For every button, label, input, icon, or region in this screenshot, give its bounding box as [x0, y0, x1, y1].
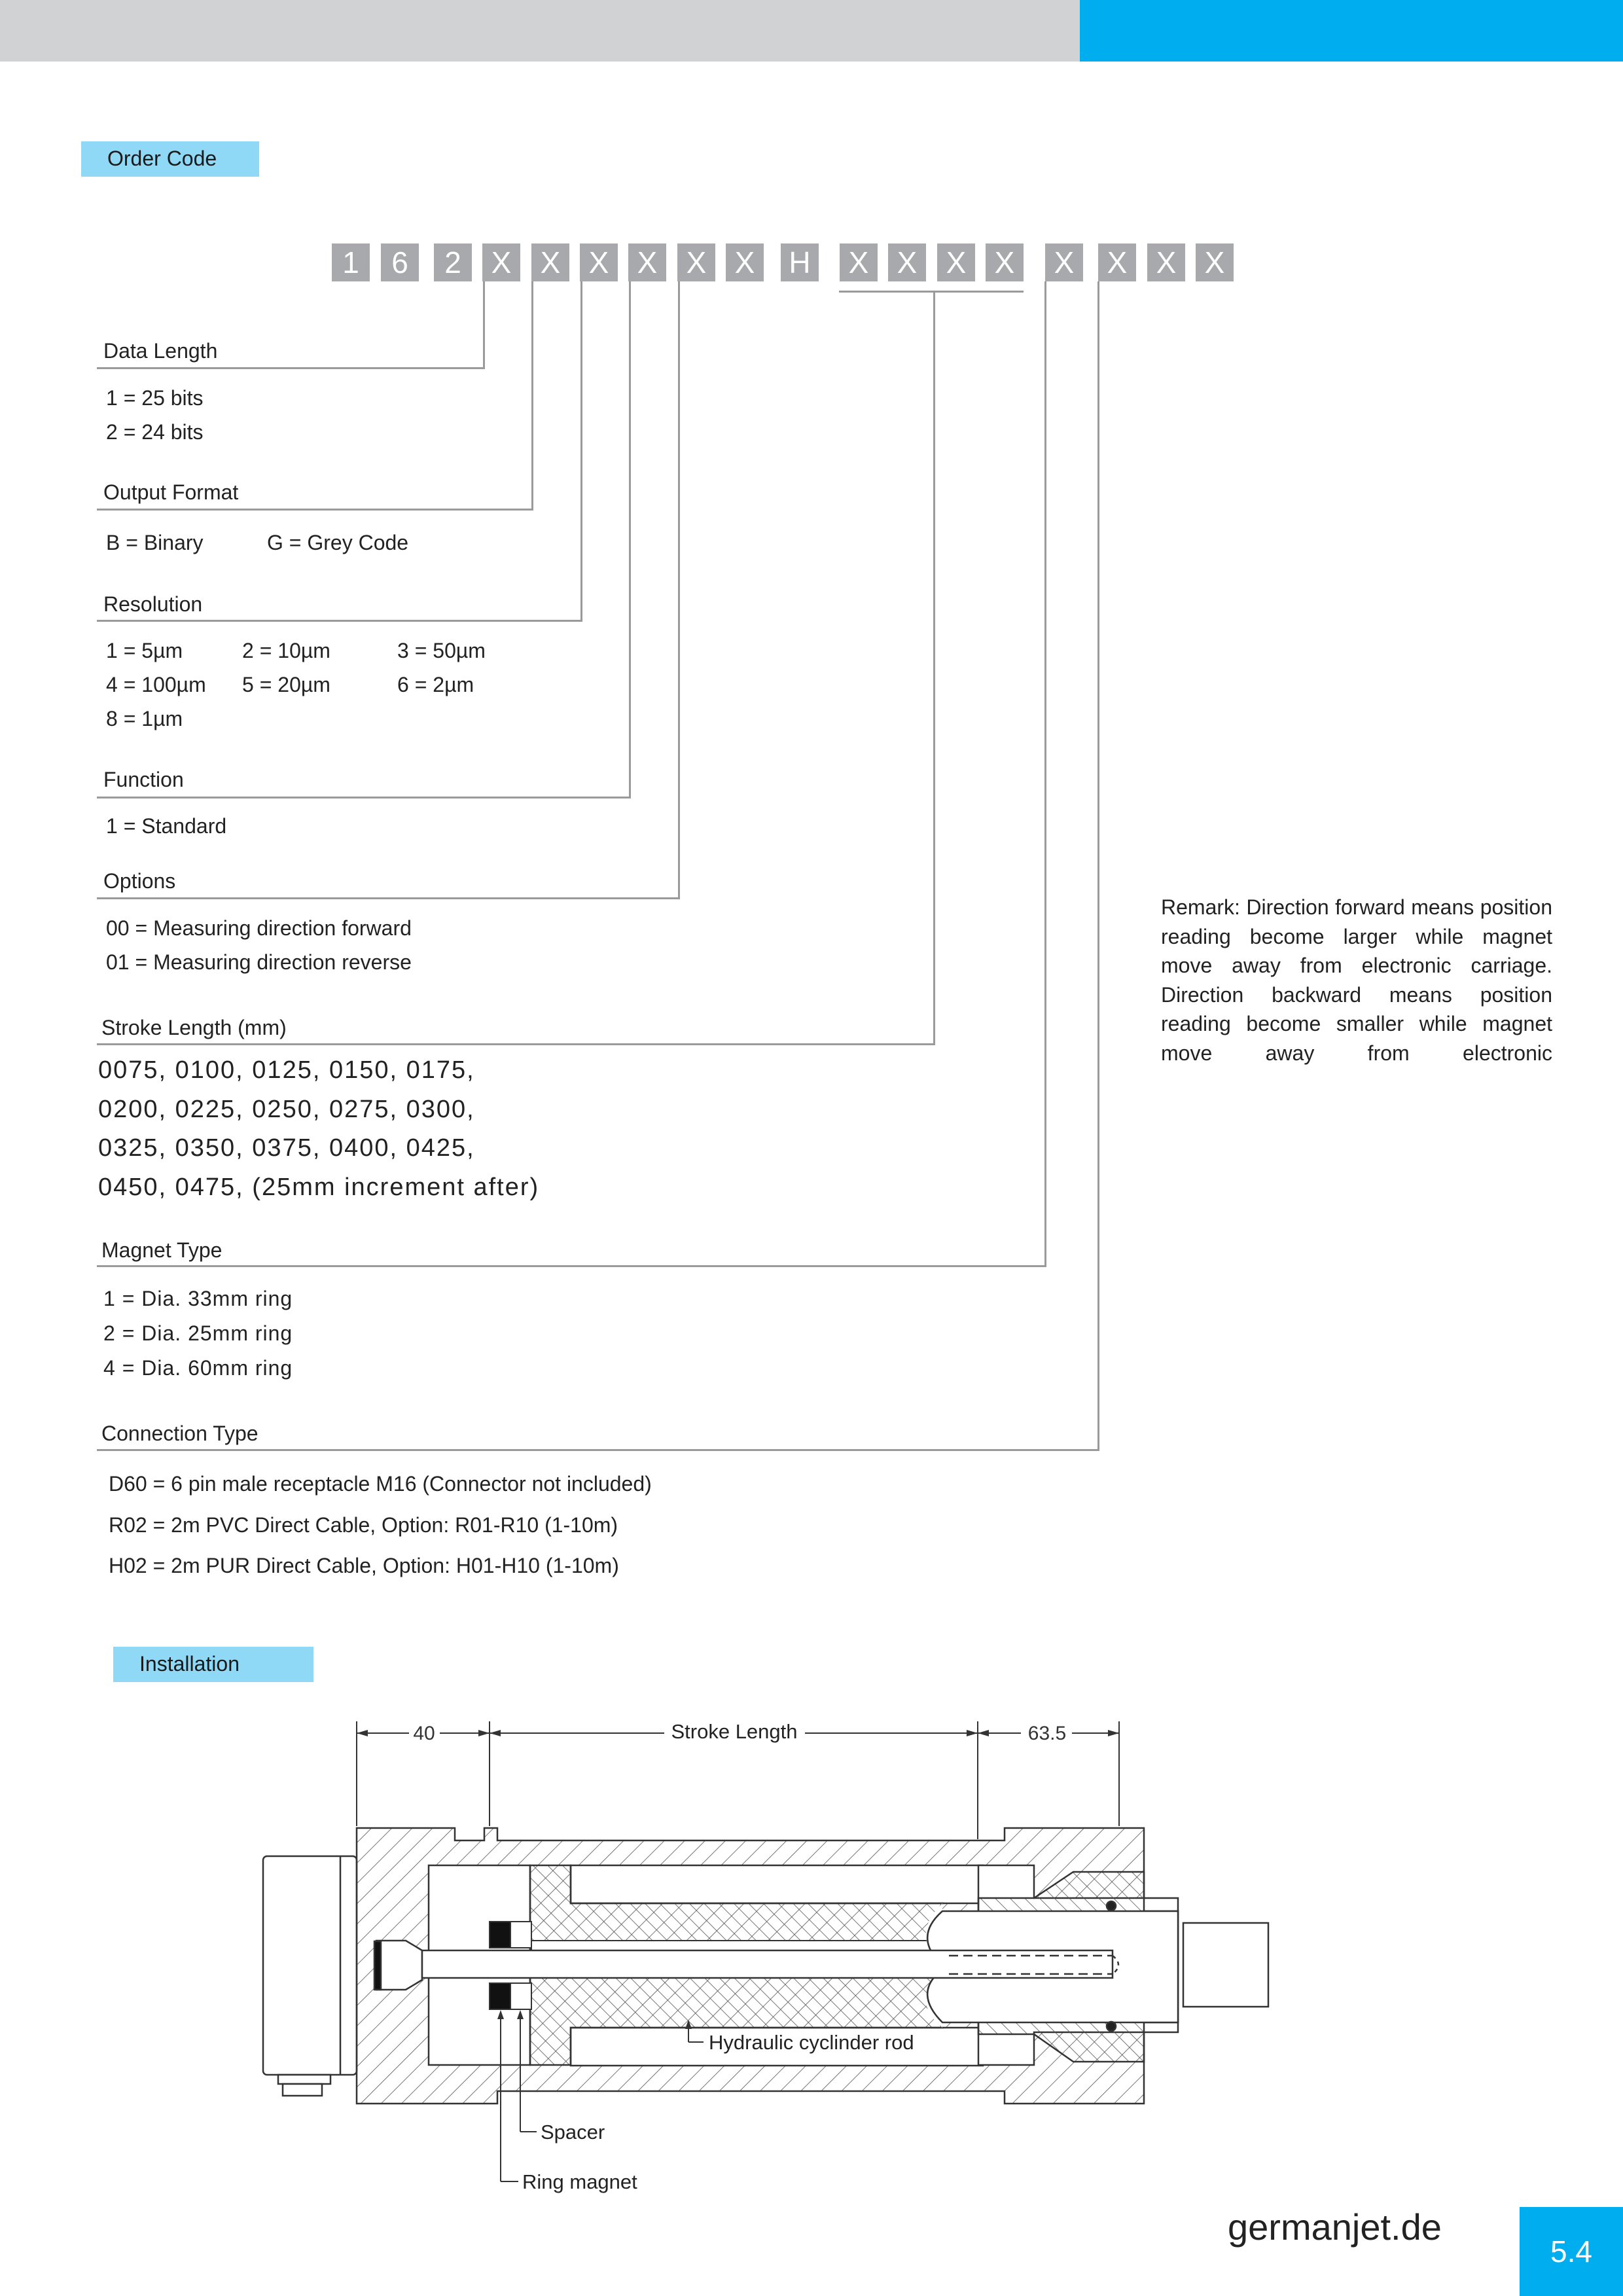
- order-code-tag: Order Code: [81, 141, 259, 177]
- header-bar-gray: [0, 0, 1080, 62]
- connector-data-length-v: [483, 281, 485, 369]
- code-char-17: X: [1147, 243, 1185, 281]
- option-text: 00 = Measuring direction forward: [106, 916, 412, 940]
- option-text: 2 = 10µm: [242, 639, 330, 662]
- option-text: 0075, 0100, 0125, 0150, 0175,: [98, 1056, 475, 1084]
- field-label-options: Options: [103, 869, 176, 893]
- option-text: 1 = Dia. 33mm ring: [103, 1287, 293, 1310]
- option-text: 4 = Dia. 60mm ring: [103, 1356, 293, 1380]
- field-label-output-format: Output Format: [103, 480, 239, 504]
- option-text: 1 = 25 bits: [106, 386, 204, 410]
- installation-tag: Installation: [113, 1647, 313, 1682]
- stroke-code-underline: [839, 291, 1024, 293]
- field-label-function: Function: [103, 768, 184, 791]
- field-label-stroke-length: Stroke Length (mm): [101, 1016, 287, 1039]
- connector-resolution-v: [580, 281, 582, 622]
- code-char-11: X: [840, 243, 878, 281]
- option-text: B = Binary: [106, 531, 204, 554]
- option-text: 0325, 0350, 0375, 0400, 0425,: [98, 1134, 475, 1162]
- code-char-6: X: [580, 243, 618, 281]
- dim-stroke-label: Stroke Length: [671, 1720, 797, 1743]
- label-hydraulic-rod: Hydraulic cyclinder rod: [709, 2031, 914, 2054]
- dim-right-label: 63.5: [1028, 1723, 1066, 1744]
- connector-data-length-h: [97, 367, 485, 369]
- connector-function-h: [97, 797, 631, 798]
- code-char-13: X: [937, 243, 975, 281]
- sensor-probe: [373, 1922, 1270, 2008]
- ring-magnet: [489, 1921, 532, 2010]
- label-ring-magnet: Ring magnet: [522, 2170, 637, 2193]
- code-char-8: X: [677, 243, 715, 281]
- option-text: 2 = 24 bits: [106, 420, 204, 444]
- option-text: R02 = 2m PVC Direct Cable, Option: R01-R…: [109, 1513, 618, 1537]
- code-char-18: X: [1196, 243, 1234, 281]
- option-text: 2 = Dia. 25mm ring: [103, 1321, 293, 1345]
- option-text: 8 = 1µm: [106, 707, 183, 730]
- option-text: H02 = 2m PUR Direct Cable, Option: H01-H…: [109, 1554, 619, 1577]
- dim-left-label: 40: [413, 1723, 435, 1744]
- field-label-connection-type: Connection Type: [101, 1422, 259, 1445]
- option-text: D60 = 6 pin male receptacle M16 (Connect…: [109, 1472, 652, 1496]
- connector-magnet-h: [97, 1265, 1046, 1267]
- connector-connection-h: [97, 1449, 1099, 1451]
- page-number-badge: 5.4: [1520, 2207, 1623, 2296]
- connector-output-format-v: [531, 281, 533, 511]
- field-label-magnet-type: Magnet Type: [101, 1238, 223, 1262]
- connector-stroke-v: [933, 293, 935, 1045]
- code-char-14: X: [986, 243, 1024, 281]
- connector-options-h: [97, 897, 680, 899]
- code-char-3: 2: [434, 243, 472, 281]
- option-text: 5 = 20µm: [242, 673, 330, 696]
- code-char-12: X: [888, 243, 926, 281]
- connector-options-v: [678, 281, 680, 899]
- code-char-1: 1: [332, 243, 370, 281]
- option-text: 0200, 0225, 0250, 0275, 0300,: [98, 1096, 475, 1123]
- label-spacer: Spacer: [541, 2121, 605, 2144]
- option-text: 3 = 50µm: [397, 639, 486, 662]
- connector-resolution-h: [97, 620, 582, 622]
- connector-magnet-v: [1044, 281, 1046, 1267]
- option-text: 6 = 2µm: [397, 673, 474, 696]
- code-char-5: X: [531, 243, 569, 281]
- footer-website: germanjet.de: [1228, 2206, 1442, 2248]
- code-char-16: X: [1098, 243, 1136, 281]
- connector-stroke-h: [97, 1043, 935, 1045]
- option-text: 01 = Measuring direction reverse: [106, 950, 412, 974]
- connector-function-v: [629, 281, 631, 798]
- remark-text: Remark: Direction forward means position…: [1161, 895, 1552, 1065]
- code-char-4: X: [482, 243, 520, 281]
- option-text: G = Grey Code: [267, 531, 409, 554]
- connector-output-format-h: [97, 509, 533, 511]
- option-text: 1 = 5µm: [106, 639, 183, 662]
- sensor-head: [262, 1855, 358, 2097]
- connector-connection-v: [1097, 281, 1099, 1451]
- field-label-data-length: Data Length: [103, 339, 218, 363]
- option-text: 0450, 0475, (25mm increment after): [98, 1174, 540, 1201]
- option-text: 1 = Standard: [106, 814, 227, 838]
- header-bar-blue: [1080, 0, 1623, 62]
- field-label-resolution: Resolution: [103, 592, 203, 616]
- code-char-7: X: [628, 243, 666, 281]
- code-char-9: X: [726, 243, 764, 281]
- option-text: 4 = 100µm: [106, 673, 206, 696]
- dimension-arrows: [357, 1730, 1119, 1736]
- code-char-15: X: [1045, 243, 1083, 281]
- code-char-2: 6: [381, 243, 419, 281]
- code-char-10: H: [781, 243, 819, 281]
